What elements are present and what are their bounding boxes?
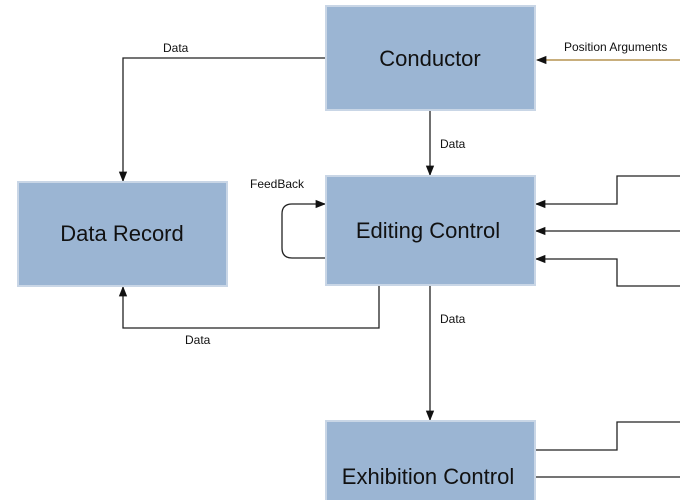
node-exhibition-control-label: Exhibition Control [342,464,514,489]
node-data-record[interactable]: Data Record [17,181,228,287]
label-editing-to-record: Data [185,333,211,347]
edge-editing-control-to-data-record [118,285,380,329]
edge-feedback-loop [281,199,327,259]
node-editing-control[interactable]: Editing Control [325,175,536,286]
edge-exhibition-out-top [535,421,680,451]
node-editing-control-label: Editing Control [356,218,500,243]
node-exhibition-control[interactable]: Exhibition Control [325,420,536,500]
node-data-record-label: Data Record [60,221,184,246]
edge-incoming-editing-top [534,175,680,209]
edges [118,55,680,478]
label-editing-to-exhibition: Data [440,312,466,326]
edge-incoming-editing-bottom [534,254,680,287]
edge-conductor-to-data-record [118,57,326,183]
label-position-arguments: Position Arguments [564,40,667,54]
label-feedback: FeedBack [250,177,305,191]
label-conductor-to-editing: Data [440,137,466,151]
node-conductor[interactable]: Conductor [325,5,536,111]
node-conductor-label: Conductor [379,46,481,71]
edge-labels: Data Data FeedBack Data Data Position Ar… [163,40,667,347]
label-conductor-to-record: Data [163,41,189,55]
